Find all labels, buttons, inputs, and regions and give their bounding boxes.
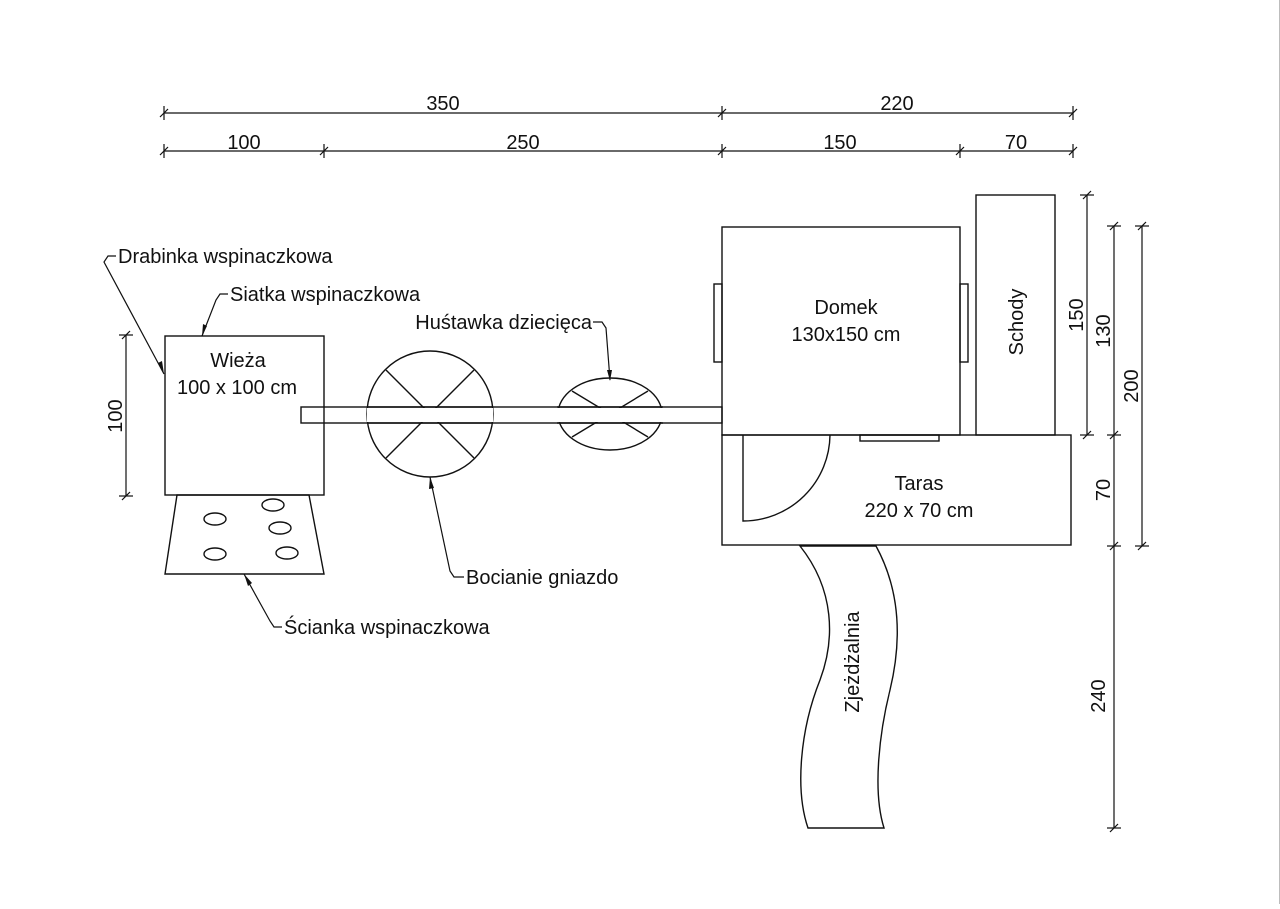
stairs-label: Schody xyxy=(1006,289,1028,356)
dim-240: 240 xyxy=(1088,679,1110,712)
climbing-net-label: Siatka wspinaczkowa xyxy=(230,284,421,306)
climbing-ladder-label: Drabinka wspinaczkowa xyxy=(118,246,333,268)
kids-swing-label: Huśtawka dziecięca xyxy=(415,312,593,334)
house-left-window xyxy=(713,283,723,363)
right-dimension-stairs: 130 70 240 xyxy=(1088,221,1121,833)
dim-150-top: 150 xyxy=(823,132,856,154)
terrace-name: Taras xyxy=(895,473,944,495)
callout-climbing-wall: Ścianka wspinaczkowa xyxy=(243,573,491,639)
right-dimension-total: 200 xyxy=(1121,221,1149,551)
house-size: 130x150 cm xyxy=(792,324,901,346)
dim-200: 200 xyxy=(1121,369,1143,402)
dim-220: 220 xyxy=(880,93,913,115)
top-dimension-segments: 100 250 150 70 xyxy=(159,132,1078,158)
stairs: Schody xyxy=(975,194,1056,436)
dim-350: 350 xyxy=(426,93,459,115)
stork-nest xyxy=(366,350,494,478)
right-dimension-house: 150 xyxy=(1066,190,1094,440)
tower: Wieża 100 x 100 cm xyxy=(164,335,325,496)
callout-climbing-net: Siatka wspinaczkowa xyxy=(201,284,421,337)
house-name: Domek xyxy=(814,297,878,319)
top-dimension-totals: 350 220 xyxy=(159,93,1078,120)
house: Domek 130x150 cm xyxy=(713,226,969,436)
terrace-size: 220 x 70 cm xyxy=(865,500,974,522)
tower-name: Wieża xyxy=(210,350,266,372)
house-right-window xyxy=(959,283,969,363)
dim-130: 130 xyxy=(1093,314,1115,347)
dim-100-top: 100 xyxy=(227,132,260,154)
dim-150-right: 150 xyxy=(1066,298,1088,331)
tower-height-dimension: 100 xyxy=(105,330,133,501)
tower-size: 100 x 100 cm xyxy=(177,377,297,399)
callout-climbing-ladder: Drabinka wspinaczkowa xyxy=(103,246,333,375)
dim-100-tower: 100 xyxy=(105,399,127,432)
kids-swing xyxy=(557,377,663,451)
terrace: Taras 220 x 70 cm xyxy=(721,434,1072,546)
dim-250: 250 xyxy=(506,132,539,154)
slide-label: Zjeżdżalnia xyxy=(842,611,864,713)
stork-nest-label: Bocianie gniazdo xyxy=(466,567,618,589)
climbing-wall-label: Ścianka wspinaczkowa xyxy=(284,615,491,639)
terrace-door-swing xyxy=(742,434,831,522)
dim-70-right: 70 xyxy=(1093,479,1115,501)
callout-kids-swing: Huśtawka dziecięca xyxy=(415,312,612,381)
climbing-wall xyxy=(164,494,325,575)
terrace-hatch xyxy=(859,434,940,442)
callout-stork-nest: Bocianie gniazdo xyxy=(429,476,618,589)
slide: Zjeżdżalnia xyxy=(798,545,898,829)
dim-70-top: 70 xyxy=(1005,132,1027,154)
